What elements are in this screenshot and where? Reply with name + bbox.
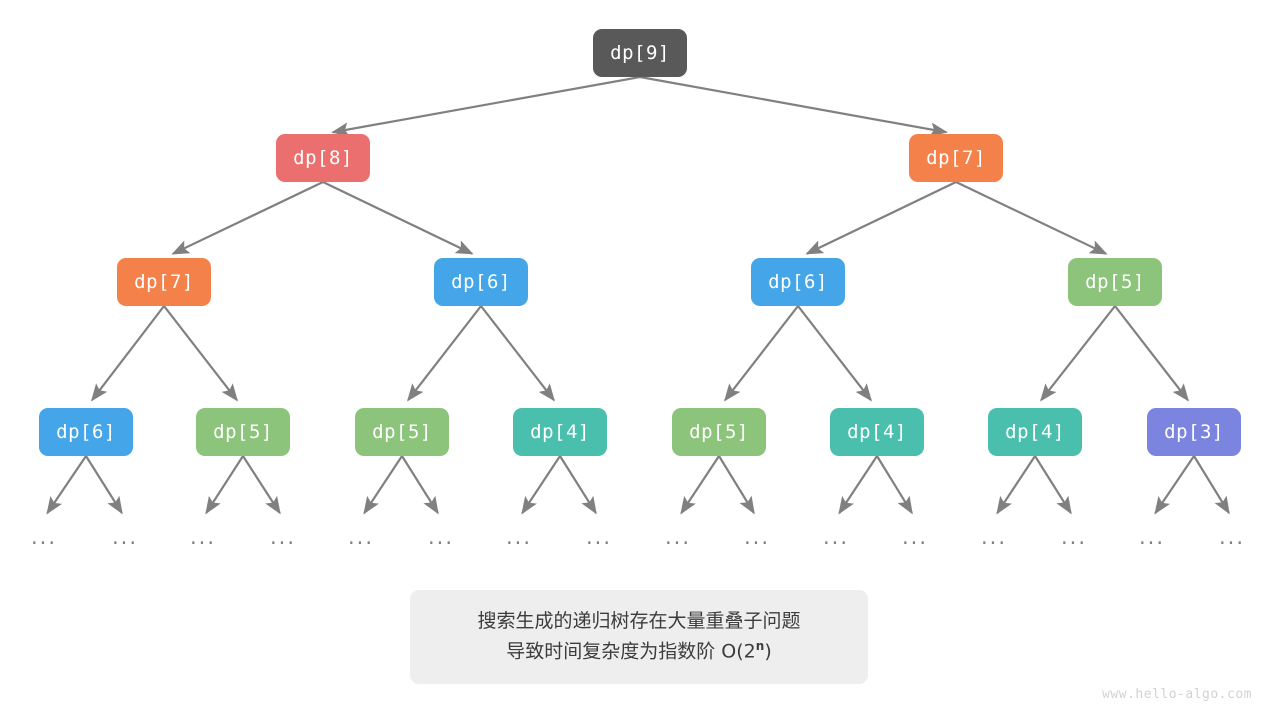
ellipsis-marker: ...	[347, 525, 375, 549]
tree-node-label: dp[5]	[1085, 271, 1145, 293]
tree-edge-leaf	[363, 455, 403, 515]
tree-node-label: dp[4]	[530, 421, 590, 443]
tree-node-label: dp[6]	[768, 271, 828, 293]
tree-edge	[163, 305, 238, 402]
caption-box: 搜索生成的递归树存在大量重叠子问题 导致时间复杂度为指数阶 O(2n)	[410, 590, 868, 684]
tree-edge-leaf	[205, 455, 244, 515]
ellipsis-marker: ...	[901, 525, 929, 549]
tree-edge-leaf	[996, 455, 1036, 515]
tree-edge-leaf	[521, 455, 561, 515]
tree-edge-leaf	[1154, 455, 1195, 515]
tree-node-label: dp[6]	[451, 271, 511, 293]
tree-edge-leaf	[85, 455, 123, 515]
ellipsis-marker: ...	[30, 525, 58, 549]
tree-node-dp6: dp[6]	[751, 258, 845, 306]
tree-edge-leaf	[559, 455, 597, 515]
tree-node-label: dp[7]	[134, 271, 194, 293]
tree-edge	[1040, 305, 1116, 402]
tree-edge	[91, 305, 165, 402]
tree-node-dp6: dp[6]	[434, 258, 528, 306]
tree-edge-leaf	[46, 455, 87, 515]
tree-node-dp5: dp[5]	[196, 408, 290, 456]
ellipsis-marker: ...	[822, 525, 850, 549]
tree-edge	[724, 305, 799, 402]
caption-line-2-suffix: )	[764, 640, 772, 663]
tree-edge-leaf	[838, 455, 878, 515]
ellipsis-marker: ...	[585, 525, 613, 549]
tree-edge-leaf	[680, 455, 720, 515]
tree-edge	[955, 181, 1108, 255]
tree-edge-leaf	[401, 455, 439, 515]
ellipsis-marker: ...	[269, 525, 297, 549]
ellipsis-marker: ...	[743, 525, 771, 549]
tree-node-dp8: dp[8]	[276, 134, 370, 182]
tree-node-dp7: dp[7]	[117, 258, 211, 306]
watermark: www.hello-algo.com	[1102, 687, 1252, 702]
tree-edge	[480, 305, 555, 402]
ellipsis-marker: ...	[189, 525, 217, 549]
tree-node-dp5: dp[5]	[1068, 258, 1162, 306]
tree-node-dp6: dp[6]	[39, 408, 133, 456]
tree-node-dp5: dp[5]	[672, 408, 766, 456]
tree-node-label: dp[5]	[213, 421, 273, 443]
tree-edge	[805, 181, 957, 255]
ellipsis-marker: ...	[1060, 525, 1088, 549]
tree-node-label: dp[5]	[372, 421, 432, 443]
tree-node-dp4: dp[4]	[830, 408, 924, 456]
tree-node-label: dp[3]	[1164, 421, 1224, 443]
tree-edge-leaf	[1034, 455, 1072, 515]
tree-node-dp4: dp[4]	[988, 408, 1082, 456]
tree-node-dp5: dp[5]	[355, 408, 449, 456]
caption-line-2-prefix: 导致时间复杂度为指数阶 O(2	[506, 640, 756, 663]
ellipsis-marker: ...	[427, 525, 455, 549]
tree-edge-leaf	[242, 455, 281, 515]
tree-node-label: dp[5]	[689, 421, 749, 443]
ellipsis-marker: ...	[505, 525, 533, 549]
tree-edge	[1114, 305, 1189, 402]
tree-node-label: dp[4]	[1005, 421, 1065, 443]
tree-node-label: dp[7]	[926, 147, 986, 169]
tree-edge	[639, 75, 948, 137]
ellipsis-marker: ...	[1218, 525, 1246, 549]
tree-edge-leaf	[1193, 455, 1230, 515]
tree-edge	[331, 75, 641, 137]
tree-node-dp3: dp[3]	[1147, 408, 1241, 456]
tree-edge	[171, 181, 324, 255]
tree-node-dp7: dp[7]	[909, 134, 1003, 182]
tree-edge-leaf	[718, 455, 755, 515]
tree-edge-leaf	[876, 455, 913, 515]
tree-edge	[797, 305, 872, 402]
ellipsis-marker: ...	[111, 525, 139, 549]
caption-exponent: n	[755, 638, 765, 653]
ellipsis-marker: ...	[1138, 525, 1166, 549]
tree-node-label: dp[9]	[610, 42, 670, 64]
ellipsis-marker: ...	[980, 525, 1008, 549]
tree-node-dp4: dp[4]	[513, 408, 607, 456]
tree-node-label: dp[4]	[847, 421, 907, 443]
tree-node-label: dp[6]	[56, 421, 116, 443]
tree-edge	[407, 305, 482, 402]
caption-line-1: 搜索生成的递归树存在大量重叠子问题	[477, 610, 801, 633]
tree-edge	[322, 181, 474, 255]
tree-node-dp9: dp[9]	[593, 29, 687, 77]
caption-line-2: 导致时间复杂度为指数阶 O(2n)	[506, 637, 771, 667]
ellipsis-marker: ...	[664, 525, 692, 549]
tree-node-label: dp[8]	[293, 147, 353, 169]
